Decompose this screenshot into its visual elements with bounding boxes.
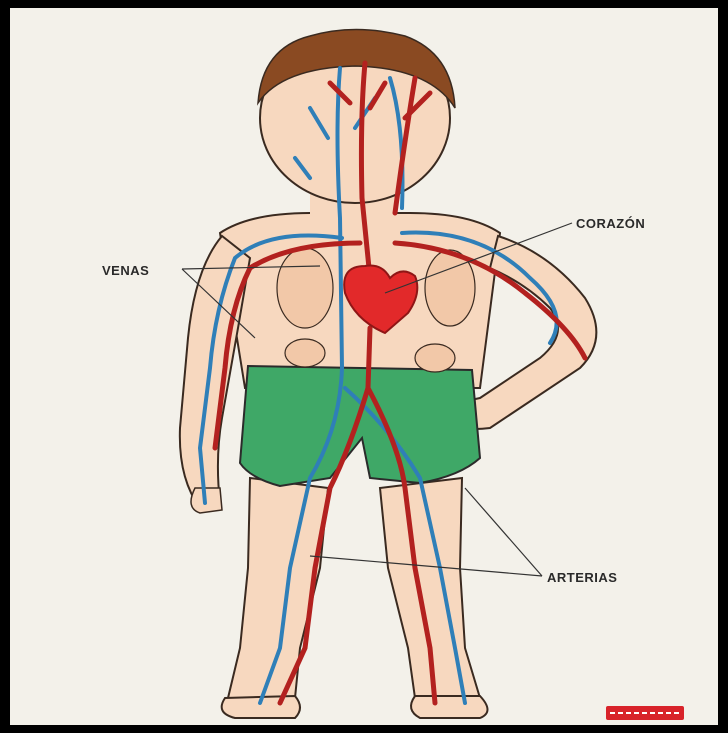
circulatory-system-illustration [10, 8, 718, 725]
left-kidney [285, 339, 325, 367]
shorts [240, 366, 480, 486]
illustration-frame: VENAS CORAZÓN ARTERIAS [10, 8, 718, 725]
arterias-pointer-1 [465, 488, 542, 576]
veins-label: VENAS [102, 263, 149, 278]
publisher-logo-icon [606, 706, 684, 720]
child-body [180, 30, 597, 719]
right-foot [411, 696, 488, 718]
right-kidney [415, 344, 455, 372]
arteries-label: ARTERIAS [547, 570, 617, 585]
left-lung [277, 248, 333, 328]
heart-label: CORAZÓN [576, 216, 645, 231]
